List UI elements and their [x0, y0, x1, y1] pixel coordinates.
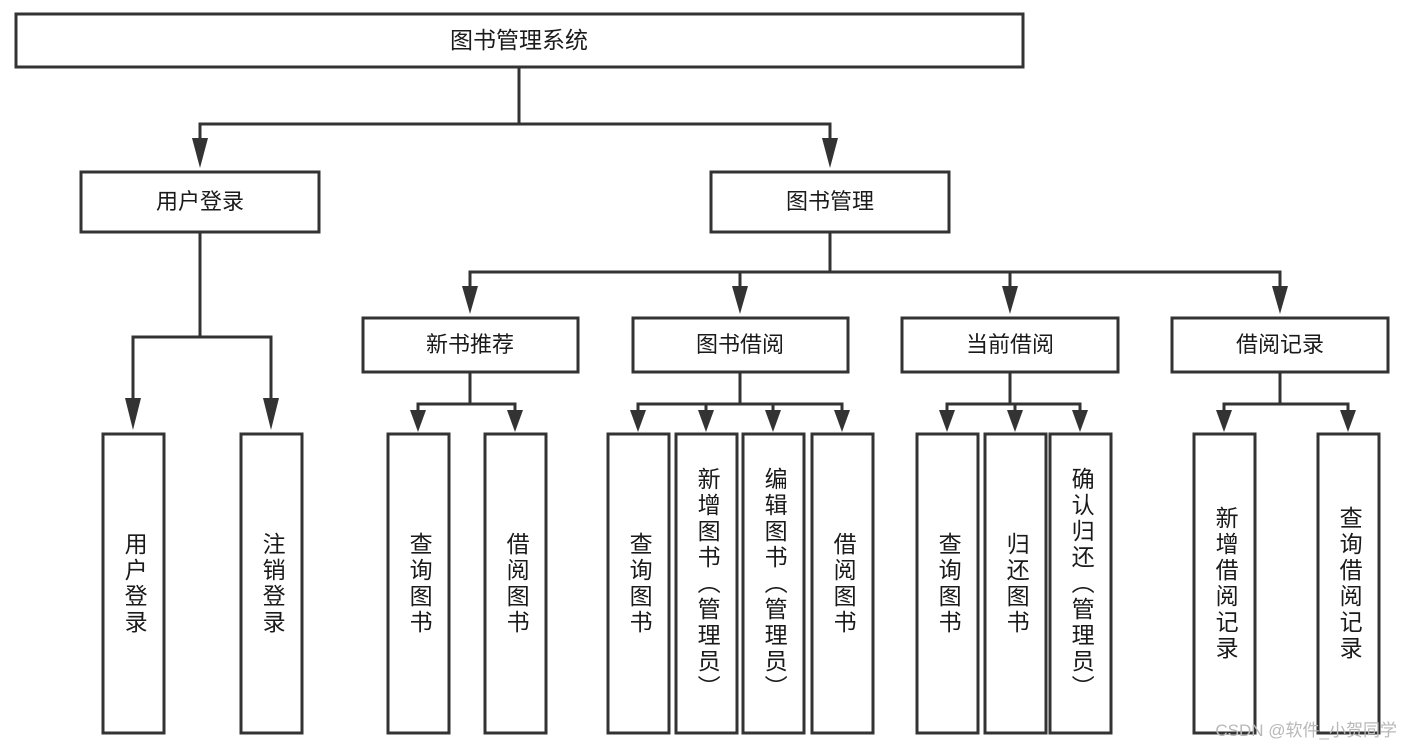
- node-new-book-rec[interactable]: 新书推荐: [361, 316, 580, 374]
- node-book-manage[interactable]: 图书管理: [709, 170, 951, 234]
- node-layer: 图书管理系统 用户登录 图书管理 新书推荐 图书借阅 当前: [14, 12, 1390, 735]
- arrowhead-leaf-user-login: [125, 398, 141, 430]
- node-leaf-add-record-box[interactable]: [1192, 432, 1257, 735]
- arrowhead-leaf-user-logout: [263, 398, 279, 430]
- node-leaf-user-logout-box[interactable]: [239, 432, 304, 735]
- node-leaf-borrow-book-2-box[interactable]: [810, 432, 875, 735]
- node-book-manage-box[interactable]: [709, 170, 951, 234]
- arrowhead-leaf-add-record: [1216, 410, 1232, 432]
- arrowhead-leaf-borrow-book-2: [834, 410, 850, 432]
- node-current-borrow-box[interactable]: [900, 316, 1120, 374]
- node-root-box[interactable]: [14, 12, 1025, 69]
- arrowhead-new-book-rec: [462, 286, 478, 314]
- arrowhead-leaf-query-book-2: [630, 410, 646, 432]
- node-user-login[interactable]: 用户登录: [79, 170, 321, 234]
- node-borrow-record-label: 借阅记录: [1236, 332, 1324, 357]
- node-new-book-rec-label: 新书推荐: [426, 332, 514, 357]
- node-root-label: 图书管理系统: [450, 27, 588, 53]
- node-book-borrow[interactable]: 图书借阅: [631, 316, 850, 374]
- node-root[interactable]: 图书管理系统: [14, 12, 1025, 69]
- node-book-borrow-label: 图书借阅: [696, 332, 784, 357]
- node-current-borrow[interactable]: 当前借阅: [900, 316, 1120, 374]
- connector-layer: [125, 65, 1356, 432]
- arrowhead-leaf-query-book-3: [939, 410, 955, 432]
- arrowhead-borrow-record: [1272, 286, 1288, 314]
- node-leaf-query-book-3-box[interactable]: [915, 432, 980, 735]
- node-current-borrow-label: 当前借阅: [966, 332, 1054, 357]
- node-leaf-user-login-box[interactable]: [101, 432, 166, 735]
- node-borrow-record[interactable]: 借阅记录: [1170, 316, 1390, 374]
- node-borrow-record-box[interactable]: [1170, 316, 1390, 374]
- arrowhead-user-login: [192, 138, 208, 168]
- node-leaf-add-book-box[interactable]: [674, 432, 739, 735]
- node-user-login-box[interactable]: [79, 170, 321, 234]
- node-leaf-return-book-box[interactable]: [983, 432, 1048, 735]
- arrowhead-leaf-borrow-book-1: [507, 410, 523, 432]
- node-book-manage-label: 图书管理: [786, 189, 874, 214]
- arrowhead-book-borrow: [732, 286, 748, 314]
- arrowhead-leaf-query-record: [1340, 410, 1356, 432]
- node-book-borrow-box[interactable]: [631, 316, 850, 374]
- arrowhead-current-borrow: [1002, 286, 1018, 314]
- node-leaf-query-record-box[interactable]: [1316, 432, 1381, 735]
- watermark-text: CSDN @软件_小贺同学: [1215, 721, 1397, 740]
- node-leaf-confirm-return-box[interactable]: [1048, 432, 1113, 735]
- node-leaf-borrow-book-1-box[interactable]: [483, 432, 548, 735]
- node-new-book-rec-box[interactable]: [361, 316, 580, 374]
- node-leaf-edit-book-box[interactable]: [741, 432, 806, 735]
- node-leaf-query-book-1-box[interactable]: [386, 432, 451, 735]
- arrowhead-leaf-return-book: [1007, 410, 1023, 432]
- arrowhead-book-manage: [822, 138, 838, 168]
- arrowhead-leaf-confirm-return: [1072, 410, 1088, 432]
- arrowhead-leaf-query-book-1: [410, 410, 426, 432]
- node-user-login-label: 用户登录: [156, 189, 244, 214]
- arrowhead-leaf-add-book: [698, 410, 714, 432]
- arrowhead-leaf-edit-book: [765, 410, 781, 432]
- node-leaf-query-book-2-box[interactable]: [606, 432, 671, 735]
